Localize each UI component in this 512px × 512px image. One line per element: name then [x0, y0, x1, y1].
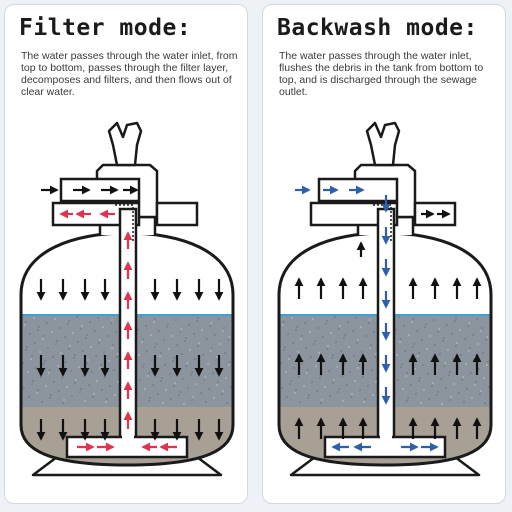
- side-port: [413, 201, 457, 227]
- tank-outline: [277, 231, 493, 467]
- inlet-port: [59, 177, 141, 203]
- outlet-port: [51, 201, 141, 227]
- valve-passage: [115, 204, 134, 241]
- backwash-mode-title: Backwash mode:: [277, 15, 478, 41]
- filter-tank-diagram: [19, 121, 235, 477]
- valve-passage: [373, 204, 392, 241]
- filter-mode-title: Filter mode:: [19, 15, 192, 41]
- backwash-tank-diagram: [277, 121, 493, 477]
- filter-mode-panel: Filter mode: The water passes through th…: [4, 4, 248, 504]
- backwash-mode-panel: Backwash mode: The water passes through …: [262, 4, 506, 504]
- outlet-port: [309, 201, 399, 227]
- tank-outline: [19, 231, 235, 467]
- valve-handle: [365, 121, 401, 167]
- side-port: [155, 201, 199, 227]
- filter-mode-description: The water passes through the water inlet…: [21, 50, 238, 98]
- backwash-mode-description: The water passes through the water inlet…: [279, 50, 484, 98]
- valve-handle: [107, 121, 143, 167]
